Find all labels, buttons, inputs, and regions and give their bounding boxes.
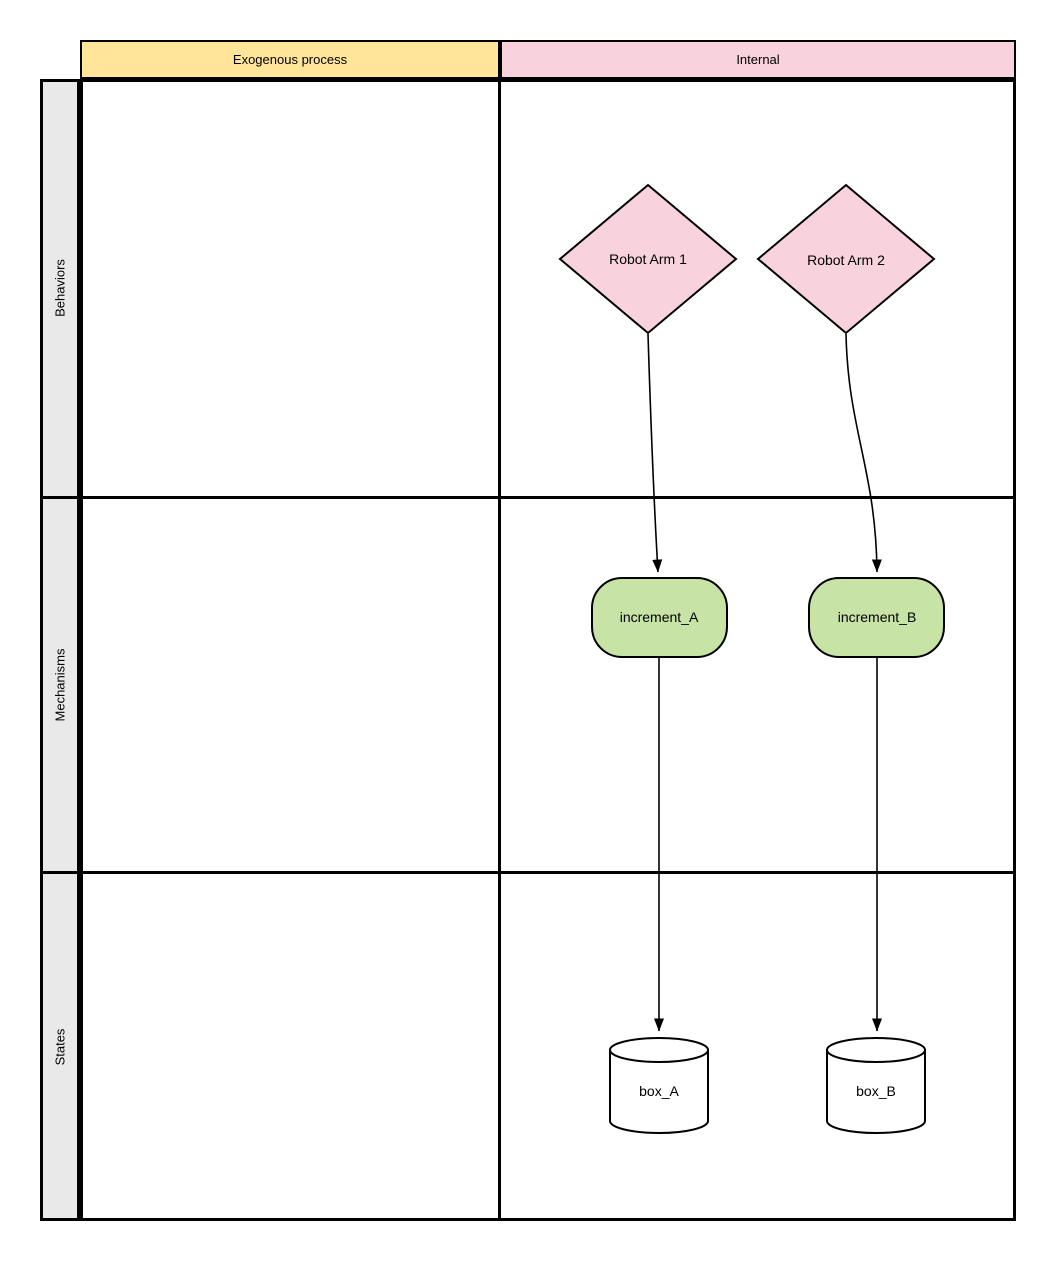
edge-robot-arm-2-to-increment-b [845,333,882,573]
column-divider [498,79,501,1221]
row-header-column [40,79,80,1221]
box-a-cylinder-body[interactable] [609,1049,709,1134]
row-divider-mechanisms-states [40,871,1016,874]
box-a-cylinder-top[interactable] [609,1037,709,1063]
column-header-exogenous-process: Exogenous process [80,40,500,79]
column-header-internal-label: Internal [736,52,780,67]
column-header-internal: Internal [500,40,1016,79]
grid-content-area [80,79,1016,1221]
box-b-cylinder-top[interactable] [826,1037,926,1063]
node-robot-arm-2-label: Robot Arm 2 [807,252,885,268]
node-robot-arm-1-diamond[interactable] [558,183,738,335]
node-box-b-cylinder[interactable] [826,1037,926,1134]
node-increment-b-rounded-rect[interactable] [808,577,945,658]
node-robot-arm-2-diamond[interactable] [756,183,936,335]
node-box-a-cylinder[interactable] [609,1037,709,1134]
node-box-a-label: box_A [639,1083,679,1099]
box-b-cylinder-body[interactable] [826,1049,926,1134]
node-increment-a-rounded-rect[interactable] [591,577,728,658]
row-divider-behaviors-mechanisms [40,496,1016,499]
node-increment-b-label: increment_B [837,609,917,625]
node-increment-a-label: increment_A [619,609,699,625]
column-header-exogenous-process-label: Exogenous process [232,52,348,67]
edge-robot-arm-1-to-increment-a [647,333,663,573]
node-robot-arm-1-label: Robot Arm 1 [609,251,687,267]
node-box-b-label: box_B [856,1083,896,1099]
